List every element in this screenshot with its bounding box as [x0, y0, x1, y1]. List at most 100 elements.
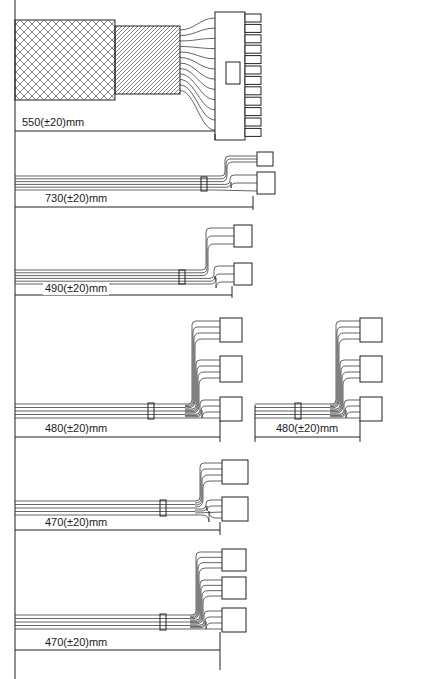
sleeve-end — [115, 26, 180, 94]
wire — [195, 469, 222, 503]
wire — [15, 270, 195, 271]
dimension-label: 490(±20)mm — [43, 282, 109, 295]
wire — [15, 275, 195, 276]
wire — [195, 278, 234, 288]
wire — [180, 58, 215, 70]
wire — [15, 178, 215, 179]
wire — [330, 411, 360, 418]
pcie-connector — [234, 263, 252, 285]
wire — [180, 85, 215, 120]
connector-pin-row — [245, 35, 261, 43]
wire — [15, 278, 195, 279]
wire — [180, 63, 215, 79]
wire — [330, 333, 360, 407]
wire — [180, 18, 215, 30]
wire — [15, 184, 215, 185]
wire — [330, 360, 360, 409]
cable-tie — [179, 270, 185, 284]
wire — [15, 404, 185, 405]
wire — [330, 378, 360, 413]
pcie-connector — [234, 225, 252, 247]
connector-pin-row — [245, 66, 261, 74]
wire — [255, 411, 330, 412]
wire — [190, 557, 222, 616]
wire — [15, 629, 190, 630]
dimension-label: 730(±20)mm — [43, 192, 109, 205]
connector-latch — [226, 62, 240, 84]
connector-pin-row — [245, 45, 261, 53]
wire — [15, 508, 195, 509]
wire — [195, 274, 234, 281]
wire — [195, 244, 234, 276]
reference-line — [15, 0, 16, 679]
wire — [190, 596, 222, 624]
wire — [215, 182, 257, 188]
dimension-line — [15, 207, 253, 208]
wire — [185, 321, 220, 404]
wire — [190, 622, 222, 629]
wire — [195, 511, 222, 522]
sata-connector — [220, 397, 242, 421]
wire — [330, 339, 360, 408]
molex-connector — [222, 549, 246, 571]
wire — [180, 28, 215, 35]
sata-connector — [360, 318, 382, 342]
wire — [180, 91, 215, 131]
molex-connector — [222, 497, 248, 521]
wire — [15, 176, 215, 177]
wire — [15, 272, 195, 273]
wire — [255, 414, 330, 415]
wire — [15, 418, 185, 419]
wire — [255, 407, 330, 408]
mesh-sleeve — [15, 20, 115, 100]
wire — [15, 411, 185, 412]
molex-connector — [222, 608, 246, 632]
wire — [15, 618, 190, 619]
wire — [15, 181, 215, 182]
wire — [15, 414, 185, 415]
connector-pin-row — [245, 56, 261, 64]
dimension-line — [15, 131, 215, 132]
dimension-line — [15, 530, 220, 531]
atx-connector — [215, 12, 245, 140]
wire — [195, 500, 222, 509]
wire — [190, 591, 222, 623]
wire — [185, 339, 220, 408]
pcie-2pin — [257, 152, 273, 166]
wire — [185, 360, 220, 409]
wire — [190, 629, 222, 630]
connector-pin-row — [245, 128, 261, 136]
wire — [190, 563, 222, 618]
sata-connector — [220, 356, 242, 382]
wire — [190, 580, 222, 620]
wire — [215, 162, 257, 182]
sata-connector — [220, 318, 242, 342]
wire — [255, 404, 330, 405]
connector-pin-row — [245, 24, 261, 32]
wire — [195, 266, 234, 278]
wire — [255, 418, 330, 419]
dimension-label: 480(±20)mm — [43, 422, 109, 435]
wire — [180, 80, 215, 110]
wire — [15, 501, 195, 502]
wire — [15, 190, 215, 191]
sata-connector — [360, 397, 382, 421]
dimension-label: 470(±20)mm — [43, 636, 109, 649]
wire — [185, 333, 220, 407]
wire — [15, 407, 185, 408]
connector-pin-row — [245, 14, 261, 22]
wire — [195, 228, 234, 270]
wire — [195, 506, 222, 511]
dimension-line — [15, 650, 220, 651]
wire — [15, 511, 195, 512]
wire — [185, 418, 220, 419]
wire — [185, 378, 220, 413]
dimension-line — [255, 437, 360, 438]
pcie-6pin — [257, 172, 275, 194]
wire — [195, 481, 222, 507]
wire — [180, 47, 215, 49]
wire — [15, 504, 195, 505]
wire — [15, 187, 215, 188]
dimension-label: 550(±20)mm — [20, 116, 86, 129]
